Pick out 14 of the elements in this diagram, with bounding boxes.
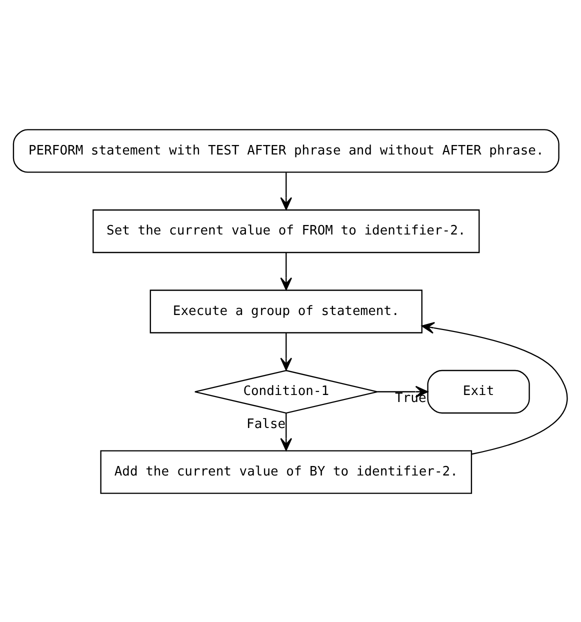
edge-label: True (395, 390, 426, 406)
arrow (280, 172, 292, 210)
arrow (280, 412, 292, 450)
arrow (280, 252, 292, 290)
arrow (280, 332, 292, 370)
node-box: Exit (427, 369, 530, 414)
arrow (422, 322, 568, 454)
node-box: Set the current value of FROM to identifier-2. (92, 208, 480, 253)
edge-label: False (246, 416, 286, 432)
node-box: Add the current value of BY to identifier-2. (100, 450, 472, 494)
arrow (377, 385, 428, 398)
node-box: PERFORM statement with TEST AFTER phrase and without AFTER phrase. (12, 128, 560, 172)
node-box: Execute a group of statement. (150, 289, 422, 333)
node-diamond: Condition-1 (194, 369, 378, 414)
